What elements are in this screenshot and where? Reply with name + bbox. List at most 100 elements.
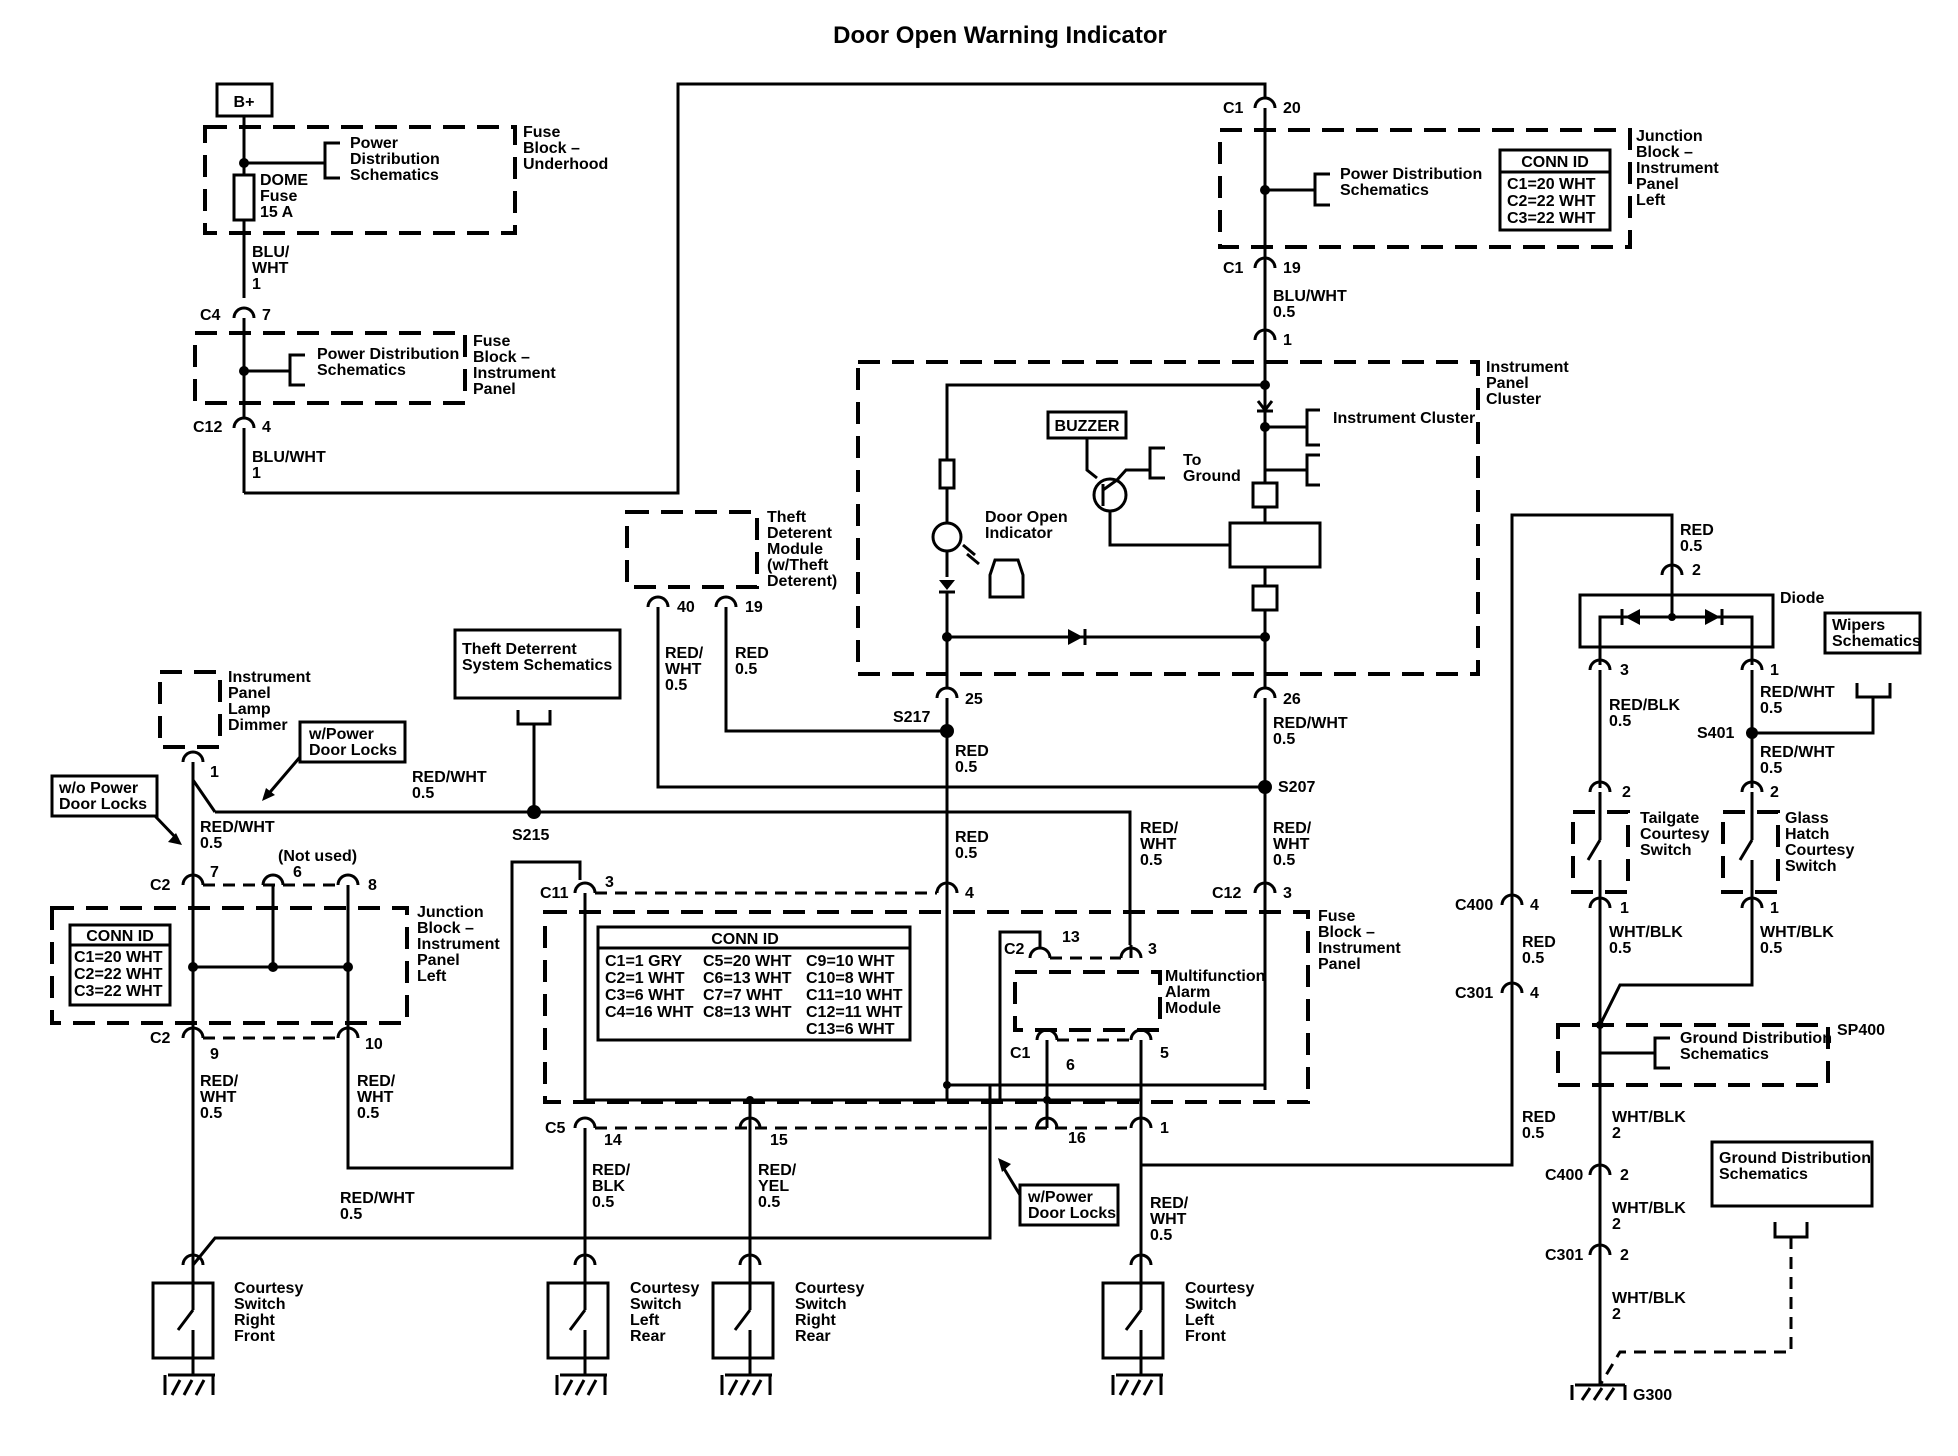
splice-s207 [1258,780,1272,794]
alarm-module-label: Module [1165,1000,1221,1017]
junction-block-label: Panel [1636,176,1679,193]
pin-label: 3 [605,874,614,891]
switch-label: Rear [630,1328,666,1345]
option-label: Door Locks [59,796,147,813]
conn-id-entry: C3=22 WHT [74,983,163,1000]
wire-gauge-label: 1 [252,276,261,293]
instrument-cluster-label: Instrument Cluster [1333,410,1475,427]
fuse-rating-label: 15 A [260,204,294,221]
connector-label: C1 [1223,100,1244,117]
wire-gauge-label: 0.5 [200,1105,222,1122]
theft-schematics-box [453,628,622,700]
pin-label: 5 [1160,1045,1169,1062]
cluster-label: Instrument [1486,359,1569,376]
conn-id-entry: C11=10 WHT [806,987,903,1004]
switch-label: Left [1185,1312,1215,1329]
pin-label: 4 [262,419,271,436]
diagram-title: Door Open Warning Indicator [833,22,1167,49]
ip-lamp-dimmer-outline [158,670,222,749]
wire-color-label: RED/BLK [1609,697,1681,714]
wire-color-label: RED/WHT [412,769,487,786]
conn-id-entry: C6=13 WHT [703,970,792,987]
pin-label: 2 [1770,784,1779,801]
wire-gauge-label: 0.5 [1760,700,1782,717]
wire-gauge-label: 0.5 [735,661,757,678]
not-used-label: (Not used) [278,848,357,865]
wire-gauge-label: 0.5 [1609,713,1631,730]
conn-id-entry: C8=13 WHT [703,1004,792,1021]
wire-color-label: RED/ [1140,820,1179,837]
theft-module-label: Theft [767,509,807,526]
wire-gauge-label: 0.5 [1522,1125,1544,1142]
conn-id-entry: C3=6 WHT [605,987,685,1004]
fuse-block-ip-label: Fuse [1318,908,1355,925]
switch-label: Rear [795,1328,831,1345]
junction-block-label: Left [1636,192,1666,209]
connector-label: C301 [1545,1247,1583,1264]
pin-label: 25 [965,691,983,708]
wire-gauge-label: 1 [252,465,261,482]
pin-label: 16 [1068,1130,1086,1147]
switch-label: Switch [630,1296,682,1313]
splice-label: S215 [512,827,549,844]
switch-label: Tailgate [1640,810,1699,827]
fuse-block-underhood-label: Fuse [523,124,560,141]
pin-label: 7 [210,864,219,881]
pin-label: 15 [770,1132,788,1149]
wire-color-label: RED/ [1150,1195,1189,1212]
connector-label: C1 [1010,1045,1031,1062]
wire-color-label: RED [735,645,769,662]
wire-color-label: YEL [758,1178,789,1195]
ground-dist-label: Ground Distribution [1719,1150,1871,1167]
wire-gauge-label: 0.5 [1609,940,1631,957]
wire-color-label: WHT [1150,1211,1187,1228]
wire-color-label: RED/WHT [1273,715,1348,732]
wire-gauge-label: 2 [1612,1216,1621,1233]
wire-gauge-label: 0.5 [1140,852,1162,869]
theft-module-label: Deterent) [767,573,837,590]
switch-label: Right [234,1312,276,1329]
wire-gauge-label: 0.5 [592,1194,614,1211]
option-label: w/Power [308,726,374,743]
pin-label: 20 [1283,100,1301,117]
wire-color-label: BLU/WHT [252,449,326,466]
conn-id-entry: C7=7 WHT [703,987,783,1004]
pin-label: 8 [368,877,377,894]
theft-module-label: (w/Theft [767,557,829,574]
wire-gauge-label: 0.5 [955,845,977,862]
battery-source-label: B+ [234,94,255,111]
theft-module-label: Deterent [767,525,833,542]
power-dist-text: Schematics [350,167,439,184]
wire-color-label: WHT [200,1089,237,1106]
alarm-module-label: Multifunction [1165,968,1265,985]
conn-id-table-left [68,923,172,1007]
junction-block-label: Block – [417,920,474,937]
conn-id-entry: C1=20 WHT [1507,176,1596,193]
ground-dist-label: Schematics [1680,1046,1769,1063]
wire-color-label: RED/ [665,645,704,662]
ground-dist-schematics-box [1710,1140,1874,1208]
pin-label: 1 [1770,662,1779,679]
wire-color-label: RED [1680,522,1714,539]
option-label: w/o Power [58,780,138,797]
wire-color-label: WHT/BLK [1760,924,1834,941]
pin-label: 6 [293,864,302,881]
connector-label: C4 [200,307,221,324]
switch-label: Right [795,1312,837,1329]
wire-color-label: RED/WHT [1760,684,1835,701]
switch-label: Glass [1785,810,1829,827]
wire-gauge-label: 0.5 [357,1105,379,1122]
diode-pack-box [1578,593,1775,649]
fuse-block-ip-label: Panel [1318,956,1361,973]
w-power-door-locks-box-2 [1018,1183,1120,1227]
theft-module-outline [625,510,759,589]
pin-label: 6 [1066,1057,1075,1074]
switch-label: Courtesy [1785,842,1854,859]
conn-id-entry: C1=1 GRY [605,953,683,970]
connector-label: C2 [150,1030,171,1047]
resistor-symbol [938,458,956,490]
conn-id-entry: C4=16 WHT [605,1004,694,1021]
conn-id-entry: C2=22 WHT [74,966,163,983]
option-label: w/Power [1027,1189,1093,1206]
switch-label: Left [630,1312,660,1329]
